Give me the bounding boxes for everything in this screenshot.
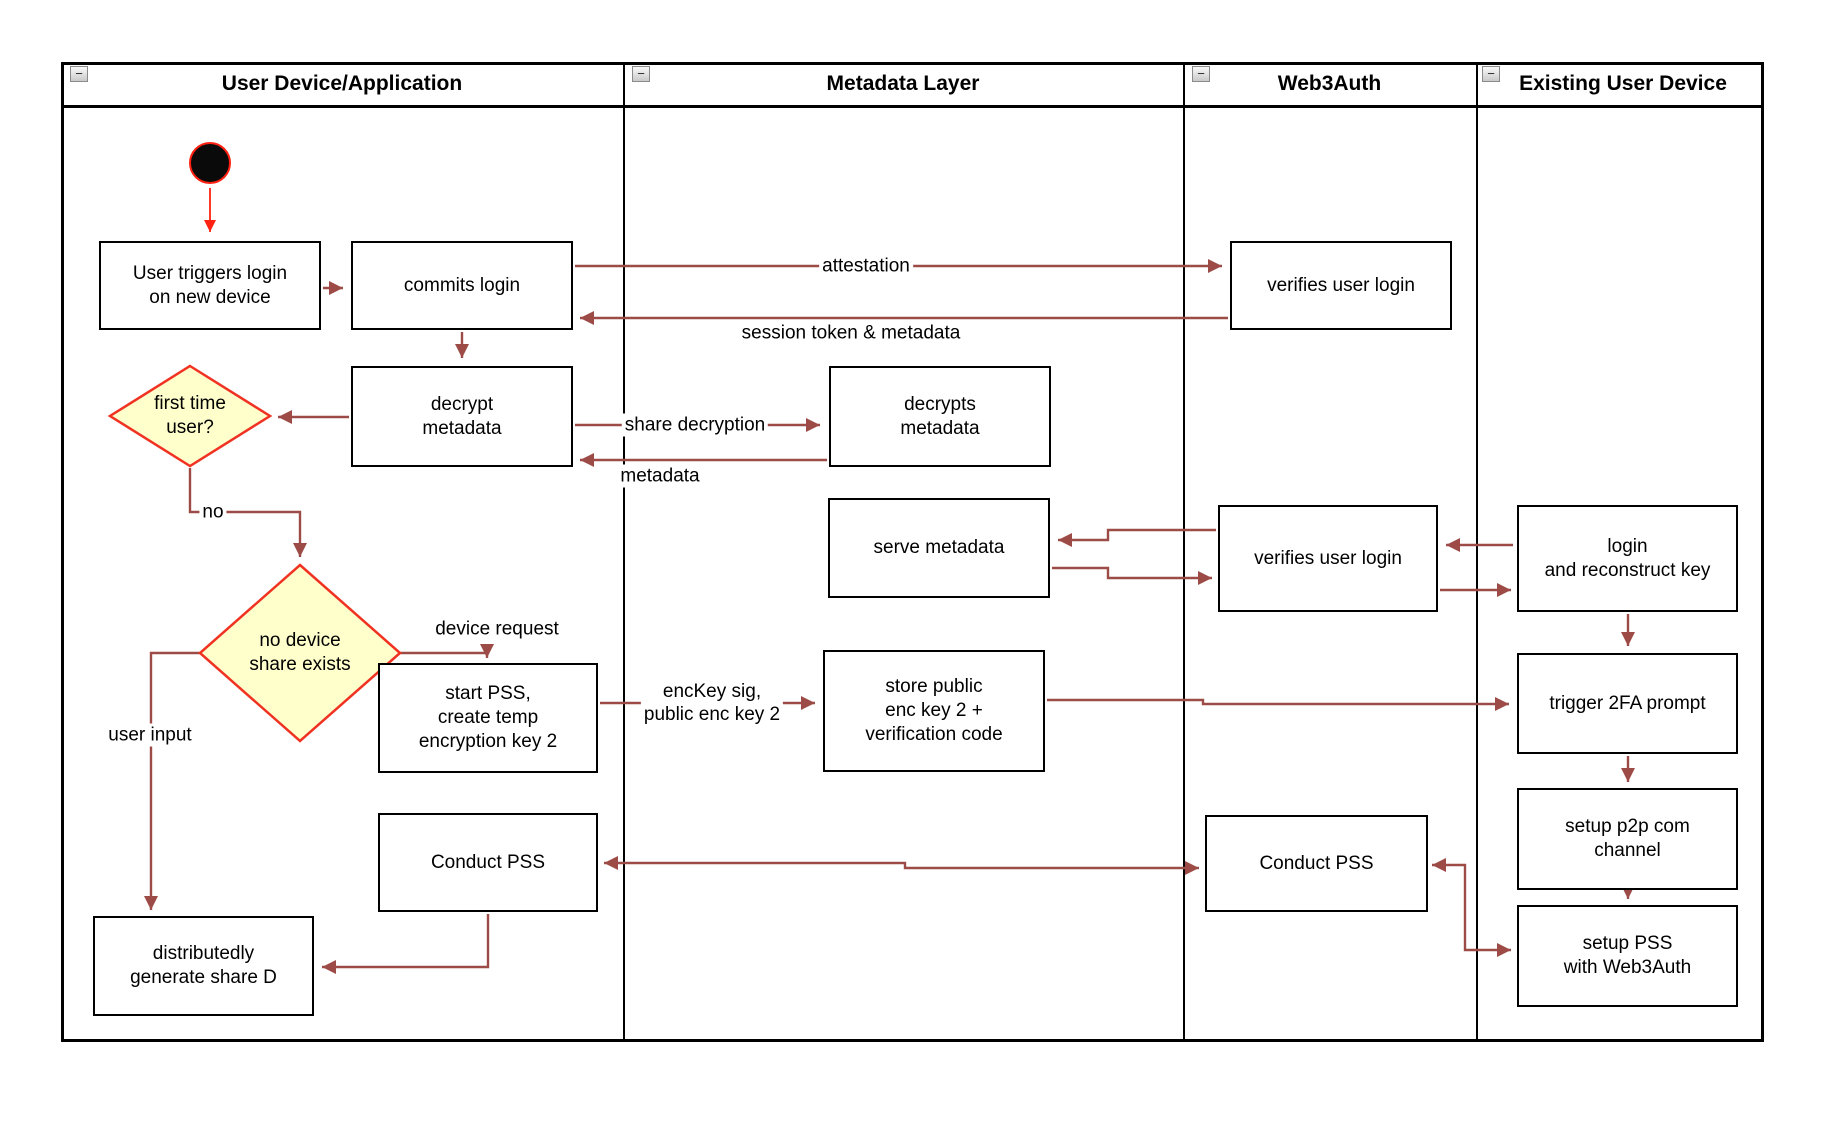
node-conduct-pss-user[interactable]: Conduct PSS [378, 813, 598, 912]
node-trigger-2fa[interactable]: trigger 2FA prompt [1517, 653, 1738, 754]
node-setup-pss[interactable]: setup PSS with Web3Auth [1517, 905, 1738, 1007]
edge-label-user-input: user input [105, 723, 195, 747]
collapse-lane-icon[interactable]: − [1482, 66, 1500, 82]
collapse-lane-icon[interactable]: − [70, 66, 88, 82]
node-conduct-pss-web3auth[interactable]: Conduct PSS [1205, 815, 1428, 912]
node-verifies-user-login-1[interactable]: verifies user login [1230, 241, 1452, 330]
edge-label-share-decryption: share decryption [621, 413, 769, 437]
node-serve-metadata[interactable]: serve metadata [828, 498, 1050, 598]
collapse-lane-icon[interactable]: − [632, 66, 650, 82]
lane-title-existing-device: Existing User Device [1519, 72, 1727, 95]
lane-title-user-device: User Device/Application [221, 72, 463, 95]
node-user-triggers-login[interactable]: User triggers login on new device [99, 241, 321, 330]
node-distributedly-generate[interactable]: distributedly generate share D [93, 916, 314, 1016]
edge-label-no: no [199, 500, 227, 524]
edge-label-device-request: device request [435, 618, 559, 640]
node-decrypts-metadata[interactable]: decrypts metadata [829, 366, 1051, 467]
swimlane-frame [61, 62, 1764, 1042]
lane-title-web3auth: Web3Auth [1277, 72, 1382, 95]
lane-separator-1 [623, 62, 625, 1042]
lane-separator-2 [1183, 62, 1185, 1042]
lane-header-divider [61, 105, 1764, 108]
node-store-public-key[interactable]: store public enc key 2 + verification co… [823, 650, 1045, 772]
decision-label-first-time: first time user? [154, 393, 226, 438]
edge-label-metadata: metadata [617, 464, 703, 488]
edge-label-session-token: session token & metadata [738, 321, 964, 345]
node-start-pss[interactable]: start PSS, create temp encryption key 2 [378, 663, 598, 773]
lane-separator-3 [1476, 62, 1478, 1042]
collapse-lane-icon[interactable]: − [1192, 66, 1210, 82]
lane-title-metadata-layer: Metadata Layer [826, 72, 980, 95]
node-verifies-user-login-2[interactable]: verifies user login [1218, 505, 1438, 612]
decision-label-no-device: no device share exists [249, 630, 351, 675]
edge-label-enckey: encKey sig, public enc key 2 [640, 680, 784, 726]
node-decrypt-metadata[interactable]: decrypt metadata [351, 366, 573, 467]
node-setup-p2p[interactable]: setup p2p com channel [1517, 788, 1738, 890]
edge-label-attestation: attestation [819, 254, 913, 278]
node-commits-login[interactable]: commits login [351, 241, 573, 330]
node-login-reconstruct-key[interactable]: login and reconstruct key [1517, 505, 1738, 612]
